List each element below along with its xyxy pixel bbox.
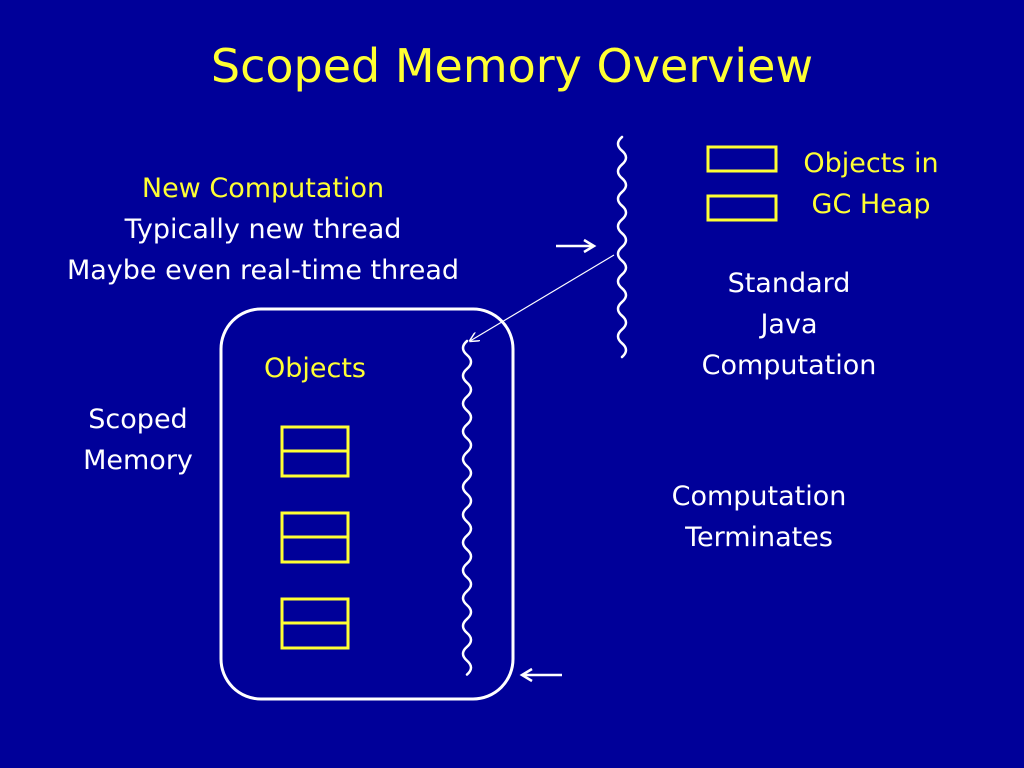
scoped-object: [280, 425, 350, 478]
scoped-memory-region: [219, 307, 515, 701]
terminates-line-1: Computation: [671, 481, 847, 512]
heap-label-line-1: Objects in: [803, 148, 939, 179]
standard-java-label: Standard Java Computation: [680, 263, 898, 386]
terminates-label: Computation Terminates: [640, 476, 878, 558]
new-computation-line-2: Maybe even real-time thread: [66, 255, 460, 286]
terminates-line-2: Terminates: [685, 522, 833, 553]
heap-object: [706, 145, 778, 173]
heap-label-line-2: GC Heap: [811, 189, 931, 220]
new-computation-line-1: Typically new thread: [124, 214, 402, 245]
terminate-arrow: [519, 667, 562, 683]
start-arrow: [556, 238, 597, 254]
heap-label: Objects in GC Heap: [786, 143, 956, 225]
page-title: Scoped Memory Overview: [210, 39, 814, 93]
scoped-object: [280, 511, 350, 564]
scoped-computation-thread: [461, 339, 473, 676]
objects-label: Objects: [263, 353, 366, 384]
spawn-arrow: [470, 254, 615, 341]
scoped-object: [280, 597, 350, 650]
standard-java-line-1: Standard: [727, 268, 851, 299]
new-computation-heading: New Computation: [141, 173, 385, 204]
standard-java-line-2: Java: [760, 309, 818, 340]
scoped-memory-label: Scoped Memory: [56, 399, 220, 481]
standard-java-line-3: Computation: [701, 350, 877, 381]
scoped-memory-line-1: Scoped: [88, 404, 188, 435]
scoped-memory-line-2: Memory: [83, 445, 193, 476]
standard-java-thread: [616, 135, 628, 359]
new-computation-block: New Computation Typically new thread May…: [30, 168, 496, 291]
heap-object: [706, 194, 778, 222]
